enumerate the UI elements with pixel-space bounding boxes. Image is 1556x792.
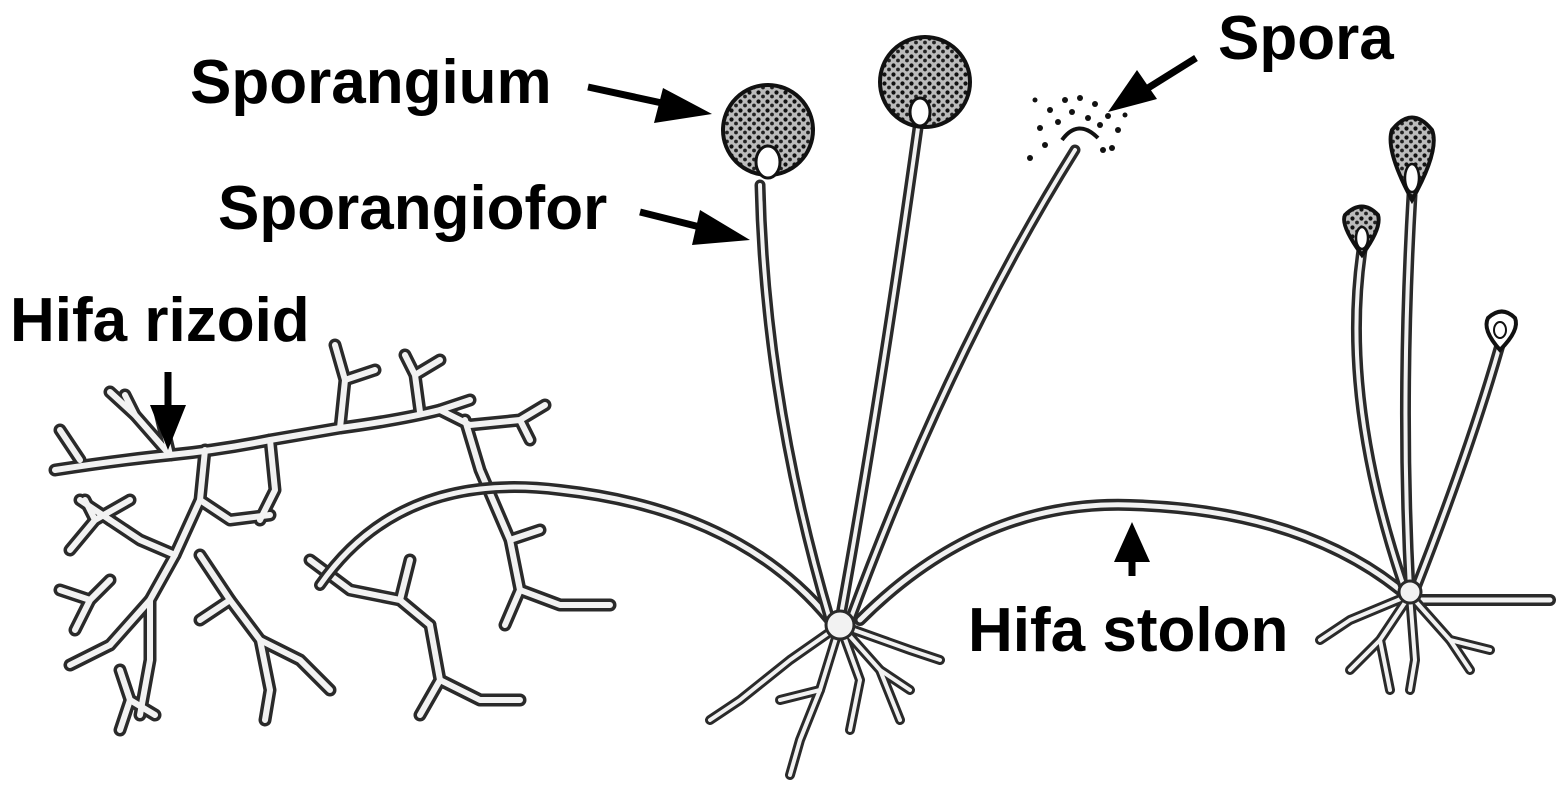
young-sporangium-3	[1487, 312, 1517, 351]
label-hifa-rizoid: Hifa rizoid	[10, 290, 310, 352]
label-sporangiofor: Sporangiofor	[218, 178, 607, 240]
sporangium-1	[723, 85, 813, 178]
arrow-hifa-stolon	[1114, 522, 1150, 576]
right-sporangiophores	[1356, 195, 1500, 590]
arrow-sporangium	[588, 87, 712, 123]
label-hifa-stolon: Hifa stolon	[962, 600, 1296, 668]
arrow-sporangiofor	[640, 210, 750, 245]
rhizoid-network	[55, 345, 610, 730]
arrow-spora	[1108, 58, 1196, 112]
sporangium-2	[880, 37, 970, 127]
young-sporangium-1	[1391, 118, 1434, 201]
label-sporangium: Sporangium	[190, 52, 552, 114]
label-spora: Spora	[1218, 8, 1394, 70]
stolon-arches	[320, 487, 1550, 620]
young-sporangium-2	[1344, 207, 1379, 256]
sporangiophores-center	[760, 128, 1075, 620]
central-rhizoid-tuft	[710, 611, 940, 775]
